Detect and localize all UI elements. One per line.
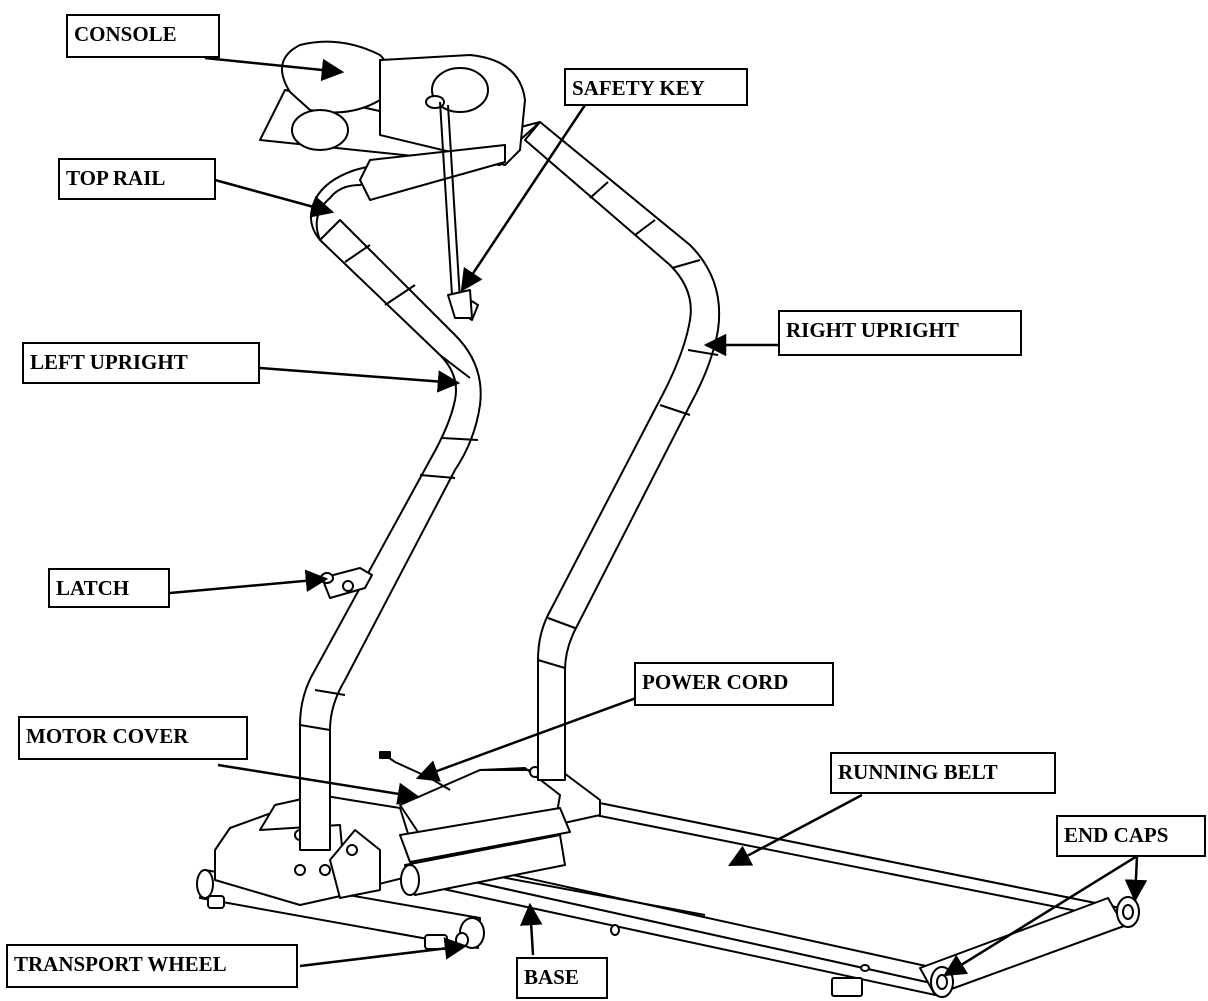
arrow-running-belt [728, 793, 863, 867]
label-base: BASE [516, 957, 608, 999]
right-upright-drawing [524, 121, 721, 781]
arrow-latch [169, 569, 329, 595]
power-cord-drawing [379, 751, 451, 791]
arrow-console [204, 56, 345, 82]
label-top-rail: TOP RAIL [58, 158, 216, 200]
label-console: CONSOLE [66, 14, 220, 58]
label-power-cord: POWER CORD [634, 662, 834, 706]
arrow-left-upright [259, 366, 461, 393]
arrow-transport-wheel [299, 937, 468, 968]
label-running-belt: RUNNING BELT [830, 752, 1056, 794]
arrow-end-caps-2 [943, 854, 1138, 977]
label-transport-wheel: TRANSPORT WHEEL [6, 944, 298, 988]
arrow-power-cord [415, 696, 637, 782]
label-end-caps: END CAPS [1056, 815, 1206, 857]
leader-arrows [169, 56, 1148, 977]
motor-housing [214, 766, 601, 906]
arrow-top-rail [214, 178, 335, 218]
arrow-end-caps-1 [1124, 855, 1148, 903]
base-frame [419, 794, 1133, 997]
console-drawing [259, 40, 526, 319]
label-right-upright: RIGHT UPRIGHT [778, 310, 1022, 356]
arrow-base [519, 902, 543, 956]
arrow-safety-key [460, 101, 589, 292]
label-left-upright: LEFT UPRIGHT [22, 342, 260, 384]
label-latch: LATCH [48, 568, 170, 608]
arrow-motor-cover [217, 763, 421, 805]
treadmill-drawing [196, 40, 1140, 998]
rear-roller [919, 896, 1140, 998]
label-safety-key: SAFETY KEY [564, 68, 748, 106]
label-motor-cover: MOTOR COVER [18, 716, 248, 760]
